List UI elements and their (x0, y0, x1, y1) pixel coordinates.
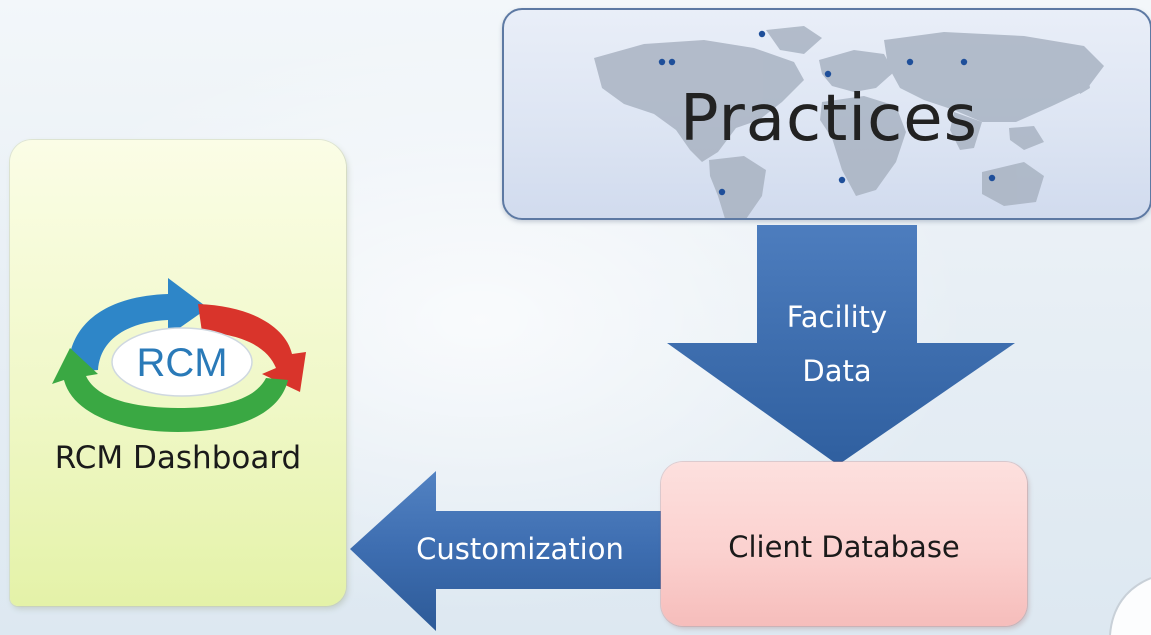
practices-box: Practices (502, 8, 1151, 220)
customization-arrow (350, 471, 662, 631)
facility-data-line-1: Facility (786, 300, 888, 334)
client-database-box: Client Database (661, 462, 1027, 626)
rcm-dashboard-label: RCM Dashboard (54, 440, 302, 476)
practices-title: Practices (680, 82, 978, 156)
rcm-logo: RCM (52, 278, 306, 432)
client-database-label: Client Database (728, 530, 960, 564)
facility-data-arrow (667, 225, 1015, 465)
facility-data-label: Facility Data (757, 290, 917, 398)
rcm-dashboard-card: RCM RCM Dashboard (10, 140, 346, 606)
customization-label: Customization (416, 532, 624, 566)
corner-decoration (1109, 577, 1151, 635)
facility-data-line-2: Data (802, 354, 872, 388)
world-map-image (594, 26, 1104, 218)
rcm-logo-text: RCM (136, 341, 227, 385)
